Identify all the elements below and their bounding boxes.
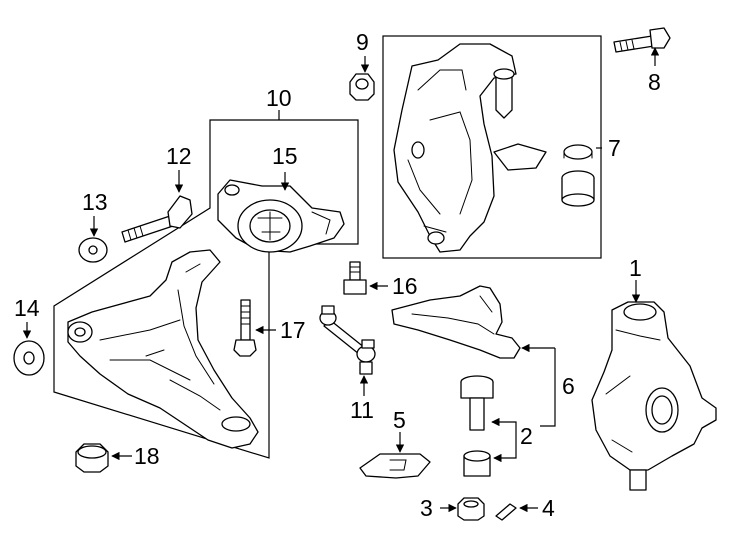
washer [78, 237, 108, 263]
callout-15: 15 [272, 143, 298, 169]
callout-1: 1 [629, 255, 642, 281]
castle-nut [457, 497, 485, 521]
callout-5: 5 [393, 407, 406, 433]
ball-joint [460, 375, 494, 477]
callout-14: 14 [14, 295, 40, 321]
long-bolt [613, 27, 671, 53]
callout-6: 6 [562, 373, 575, 399]
callout-12: 12 [166, 143, 192, 169]
callout-7: 7 [608, 135, 621, 161]
flange-nut [349, 73, 375, 101]
bushing-bracket [217, 179, 345, 253]
callout-18: 18 [134, 443, 160, 469]
knuckle-upper-group-box [382, 35, 602, 259]
callout-8: 8 [648, 69, 661, 95]
stabilizer-link [319, 305, 376, 375]
dust-cap [563, 144, 593, 160]
cotter-pin [495, 503, 517, 521]
callout-17: 17 [280, 317, 306, 343]
callout-4: 4 [542, 495, 555, 521]
bolt-vertical [233, 299, 257, 357]
callout-16: 16 [392, 273, 418, 299]
boot-seal [493, 143, 547, 171]
stud-nut [343, 261, 367, 295]
protector-boot [359, 453, 431, 479]
callout-2: 2 [520, 423, 533, 449]
bushing-bolt [121, 195, 193, 243]
steering-knuckle [591, 301, 717, 491]
callout-10: 10 [266, 85, 292, 111]
lower-control-arm [67, 249, 259, 449]
upper-control-arm [391, 285, 521, 359]
upper-knuckle [393, 43, 517, 253]
callout-9: 9 [356, 29, 369, 55]
lock-nut [75, 443, 109, 473]
callout-13: 13 [82, 189, 108, 215]
lower-arm-group-box [53, 119, 359, 459]
callout-11: 11 [350, 397, 374, 423]
callout-labels: 1 2 3 4 5 6 7 8 9 10 11 12 13 14 15 16 1… [14, 29, 661, 521]
leader-lines [22, 47, 660, 513]
callout-3: 3 [420, 495, 433, 521]
bushing-cup [561, 170, 595, 207]
large-washer [13, 340, 45, 376]
